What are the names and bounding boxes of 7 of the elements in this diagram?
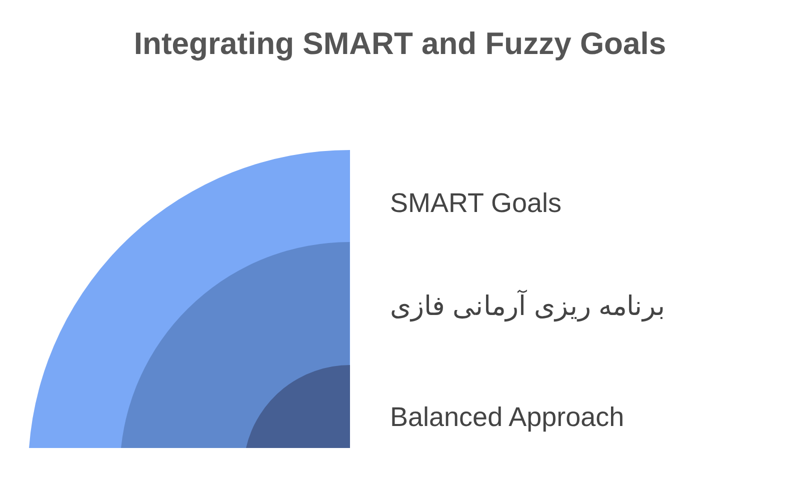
band-label: Balanced Approach — [390, 402, 624, 433]
band-label: برنامه ریزی آرمانی فازی — [390, 290, 666, 322]
band-label: SMART Goals — [390, 188, 562, 219]
quarter-circle-band — [28, 150, 350, 448]
quarter-circle-band — [121, 242, 350, 448]
quarter-circle-band — [246, 365, 350, 448]
diagram-title: Integrating SMART and Fuzzy Goals — [132, 26, 668, 62]
